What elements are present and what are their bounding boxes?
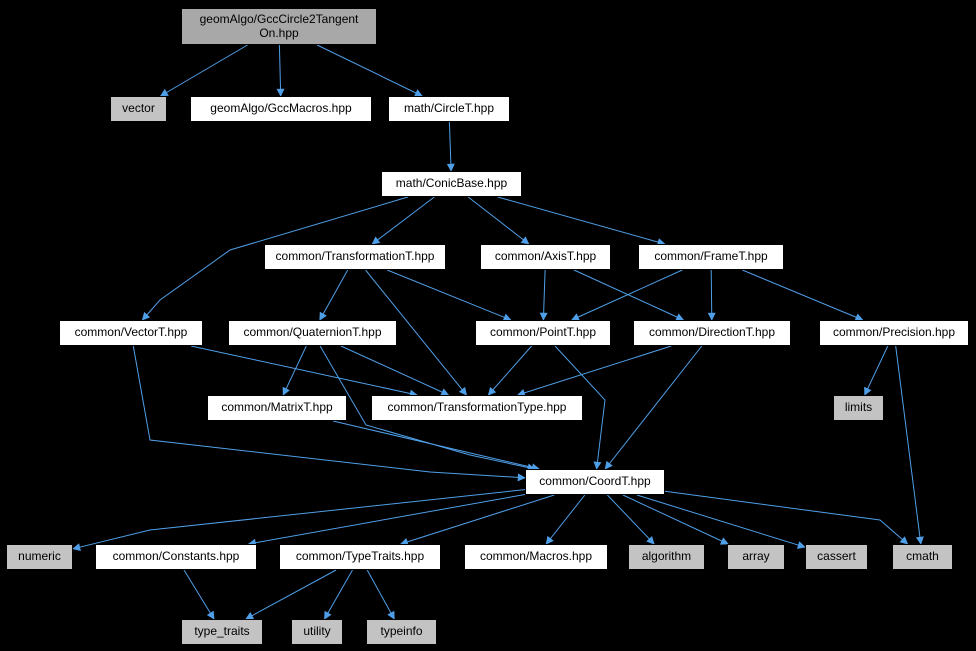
graph-node-typeinfo[interactable]: typeinfo xyxy=(366,619,437,645)
graph-node-transformationtype[interactable]: common/TransformationType.hpp xyxy=(371,395,583,421)
edge-conicbase-to-axist xyxy=(467,196,530,245)
edge-coordt-to-numeric xyxy=(72,489,526,551)
edge-typetraits-to-typeinfo xyxy=(366,569,395,620)
edge-pointt-to-coordt xyxy=(554,345,606,470)
edge-constants-to-type_traits xyxy=(183,569,215,620)
edge-precision-to-limits xyxy=(864,345,889,396)
edge-conicbase-to-vectort xyxy=(141,196,409,321)
edge-coordt-to-cassert xyxy=(636,494,806,549)
edge-transformationt-to-pointt xyxy=(387,269,512,322)
edge-framet-to-precision xyxy=(742,269,864,321)
graph-node-coordt[interactable]: common/CoordT.hpp xyxy=(525,469,665,495)
graph-node-typetraits[interactable]: common/TypeTraits.hpp xyxy=(279,544,441,570)
edge-axist-to-directiont xyxy=(573,269,685,321)
graph-node-vector[interactable]: vector xyxy=(110,96,167,122)
edge-coordt-to-typetraits xyxy=(399,494,555,546)
graph-node-transformationt[interactable]: common/TransformationT.hpp xyxy=(264,244,446,270)
edge-conicbase-to-framet xyxy=(497,196,666,246)
graph-node-vectort[interactable]: common/VectorT.hpp xyxy=(59,320,203,346)
edge-gcccircle2tangenton-to-gccmacros xyxy=(276,44,285,97)
edge-directiont-to-coordt xyxy=(604,345,703,470)
edge-matrixt-to-coordt xyxy=(332,420,540,472)
edge-gcccircle2tangenton-to-vector xyxy=(159,44,248,97)
graph-node-conicbase[interactable]: math/ConicBase.hpp xyxy=(381,171,522,197)
edge-precision-to-cmath xyxy=(895,345,924,545)
edge-vectort-to-transformationtype xyxy=(190,345,418,398)
graph-node-array[interactable]: array xyxy=(727,544,785,570)
graph-node-gccmacros[interactable]: geomAlgo/GccMacros.hpp xyxy=(190,96,372,122)
graph-node-utility[interactable]: utility xyxy=(291,619,343,645)
graph-node-gcccircle2tangenton[interactable]: geomAlgo/GccCircle2Tangent On.hpp xyxy=(181,8,377,45)
graph-node-cassert[interactable]: cassert xyxy=(805,544,868,570)
edge-coordt-to-cmath xyxy=(664,490,909,545)
edge-quaterniont-to-transformationtype xyxy=(340,345,450,396)
edge-coordt-to-array xyxy=(622,494,729,545)
edge-transformationt-to-transformationtype xyxy=(365,269,468,396)
edge-framet-to-pointt xyxy=(570,269,683,321)
graph-node-constants[interactable]: common/Constants.hpp xyxy=(95,544,257,570)
edge-quaterniont-to-coordt xyxy=(319,345,536,472)
graph-node-matrixt[interactable]: common/MatrixT.hpp xyxy=(207,395,347,421)
graph-node-limits[interactable]: limits xyxy=(833,395,884,421)
edge-typetraits-to-type_traits xyxy=(245,569,337,620)
edge-conicbase-to-transformationt xyxy=(371,196,435,245)
edge-directiont-to-transformationtype xyxy=(516,345,672,397)
edge-pointt-to-transformationtype xyxy=(487,345,532,396)
edge-typetraits-to-utility xyxy=(324,569,353,620)
graph-node-algorithm[interactable]: algorithm xyxy=(628,544,705,570)
graph-node-pointt[interactable]: common/PointT.hpp xyxy=(475,320,611,346)
edge-coordt-to-constants xyxy=(247,494,526,547)
graph-node-quaterniont[interactable]: common/QuaternionT.hpp xyxy=(228,320,397,346)
graph-node-directiont[interactable]: common/DirectionT.hpp xyxy=(633,320,791,346)
edge-vectort-to-coordt xyxy=(132,345,526,482)
edge-circlet-to-conicbase xyxy=(446,121,455,172)
edge-quaterniont-to-matrixt xyxy=(282,345,307,396)
edge-gcccircle2tangenton-to-circlet xyxy=(316,44,423,97)
graph-node-axist[interactable]: common/AxisT.hpp xyxy=(480,244,611,270)
graph-node-precision[interactable]: common/Precision.hpp xyxy=(819,320,969,346)
edge-transformationt-to-quaterniont xyxy=(319,269,349,321)
graph-node-framet[interactable]: common/FrameT.hpp xyxy=(638,244,784,270)
graph-node-cmath[interactable]: cmath xyxy=(892,544,953,570)
edge-axist-to-pointt xyxy=(539,269,548,321)
graph-node-type_traits[interactable]: type_traits xyxy=(181,619,263,645)
edge-framet-to-directiont xyxy=(707,269,716,321)
edge-coordt-to-algorithm xyxy=(607,494,655,545)
edge-coordt-to-macros xyxy=(545,494,586,545)
graph-node-macros[interactable]: common/Macros.hpp xyxy=(464,544,608,570)
graph-node-numeric[interactable]: numeric xyxy=(6,544,73,570)
graph-node-circlet[interactable]: math/CircleT.hpp xyxy=(388,96,510,122)
